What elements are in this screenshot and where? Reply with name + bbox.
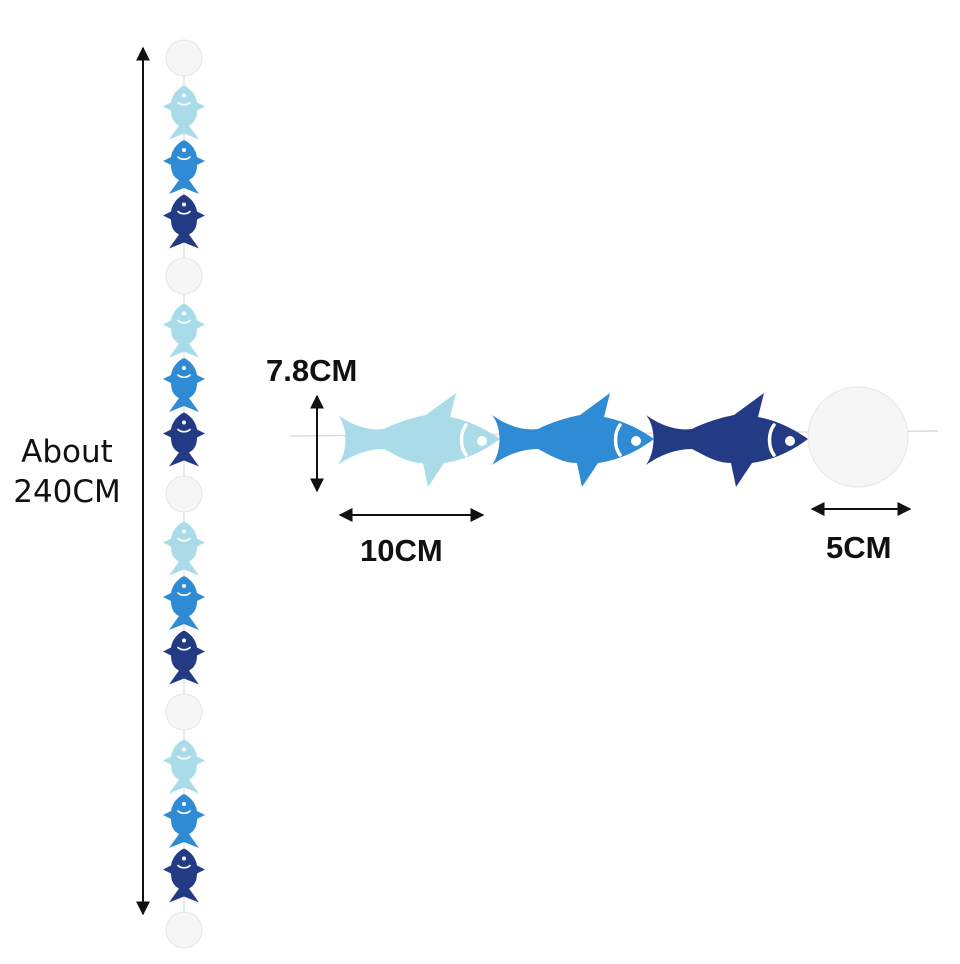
dark-blue-fish: [646, 393, 808, 487]
eye-cutout: [182, 747, 186, 752]
light-blue-fish-body: [338, 393, 500, 487]
total-length-label: About 240CM: [8, 432, 126, 512]
dark-blue-fish-body: [646, 393, 808, 487]
gill-cutout: [767, 423, 776, 457]
medium-blue-fish-body: [492, 393, 654, 487]
gill-cutout: [177, 101, 191, 106]
dark-blue-fish-body: [163, 194, 205, 249]
eye-cutout: [182, 856, 186, 861]
medium-blue-fish: [492, 393, 654, 487]
fish-height-label: 7.8CM: [266, 353, 358, 388]
gill-cutout: [177, 374, 191, 379]
medium-blue-fish: [163, 794, 205, 848]
circle-width-label: 5CM: [826, 530, 892, 565]
dark-blue-fish: [163, 194, 205, 249]
medium-blue-fish-body: [163, 794, 205, 848]
light-blue-fish: [338, 393, 500, 487]
eye-cutout: [477, 436, 487, 446]
eye-cutout: [631, 436, 641, 446]
light-blue-fish: [163, 739, 205, 794]
dark-blue-fish-body: [163, 412, 205, 467]
gill-cutout: [177, 646, 191, 651]
eye-cutout: [182, 93, 186, 98]
gill-cutout: [177, 537, 191, 542]
light-blue-fish-body: [163, 85, 205, 140]
medium-blue-fish-body: [163, 140, 205, 194]
eye-cutout: [182, 638, 186, 643]
eye-cutout: [182, 311, 186, 316]
eye-cutout: [182, 529, 186, 534]
dark-blue-fish-body: [163, 630, 205, 685]
gill-cutout: [177, 592, 191, 597]
eye-cutout: [182, 584, 186, 588]
medium-blue-fish-body: [163, 576, 205, 630]
gill-cutout: [177, 428, 191, 433]
eye-cutout: [182, 366, 186, 370]
gill-cutout: [177, 210, 191, 215]
vertical-garland-strand: [163, 39, 205, 949]
eye-cutout: [182, 202, 186, 207]
eye-cutout: [182, 802, 186, 806]
dark-blue-fish-body: [163, 848, 205, 903]
eye-cutout: [182, 420, 186, 425]
medium-blue-fish: [163, 576, 205, 630]
gill-cutout: [177, 156, 191, 161]
dimension-arrows: [136, 46, 912, 916]
white-circle: [165, 257, 203, 295]
light-blue-fish-body: [163, 303, 205, 358]
gill-cutout: [177, 319, 191, 324]
total-length-label-line1: About: [21, 434, 113, 470]
light-blue-fish: [163, 85, 205, 140]
white-circle: [165, 911, 203, 949]
light-blue-fish: [163, 303, 205, 358]
medium-blue-fish: [163, 140, 205, 194]
white-circle: [165, 693, 203, 731]
gill-cutout: [459, 423, 468, 457]
light-blue-fish-body: [163, 739, 205, 794]
white-circle: [165, 475, 203, 513]
gill-cutout: [177, 755, 191, 760]
gill-cutout: [177, 810, 191, 815]
medium-blue-fish: [163, 358, 205, 412]
dark-blue-fish: [163, 630, 205, 685]
white-circle: [807, 386, 909, 488]
gill-cutout: [177, 864, 191, 869]
eye-cutout: [182, 148, 186, 152]
light-blue-fish: [163, 521, 205, 576]
eye-cutout: [785, 436, 795, 446]
white-circle: [165, 39, 203, 77]
detail-garland-row: [289, 386, 939, 488]
dark-blue-fish: [163, 412, 205, 467]
medium-blue-fish-body: [163, 358, 205, 412]
total-length-label-line2: 240CM: [13, 474, 121, 510]
gill-cutout: [613, 423, 622, 457]
light-blue-fish-body: [163, 521, 205, 576]
dark-blue-fish: [163, 848, 205, 903]
fish-width-label: 10CM: [360, 533, 443, 568]
